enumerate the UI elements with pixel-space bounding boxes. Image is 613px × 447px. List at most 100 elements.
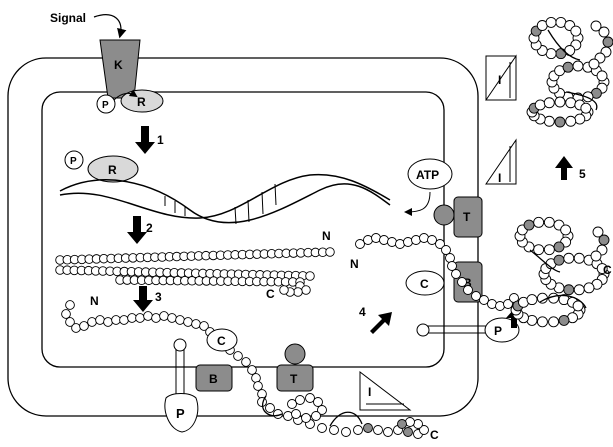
right-chain-n-label: N [350,257,359,271]
inhibitor-top-label: I [498,73,501,87]
cap-c-bottom [206,328,238,352]
phosphate-upper-label: P [102,100,109,111]
mrna-n-label: N [322,229,331,243]
bead [191,319,201,329]
bead [383,427,393,437]
bead [135,313,145,323]
transporter-ball-bottom [284,343,306,365]
cap-c-right-label: C [420,277,429,291]
bead [413,419,423,429]
binding-b-right-label: B [463,276,472,290]
bead [199,321,209,331]
bead [183,317,193,327]
atp-label: ATP [416,168,439,182]
bead [311,411,321,421]
bead [479,295,489,305]
transporter-t-bottom-label: T [290,372,298,386]
atp-bubble [407,158,453,190]
binding-b-bottom [195,364,233,392]
bead [71,323,81,333]
bead [471,291,481,301]
transporter-ball-right [433,204,455,226]
bead [87,317,97,327]
bead [305,271,315,281]
bead [175,315,185,325]
mrna-c-label: C [266,287,275,301]
bead [543,216,555,228]
bead [572,60,584,72]
bead [305,393,315,403]
bottom-p-label: P [176,406,185,421]
bead [596,70,608,82]
disulfide-bond [565,91,598,111]
bead [119,315,129,325]
bead [445,253,455,263]
right-translocating-chain [355,233,519,311]
disulfide-bond [529,249,561,273]
step1-arrow [135,126,155,154]
bead-gray [598,234,610,246]
bead [588,58,600,70]
bead [363,235,373,245]
bead [560,224,572,236]
step2-arrow [127,216,147,244]
bead [565,97,577,109]
bead [373,425,383,435]
phosphorylation-arrow [113,89,138,101]
bottom-p-knob [173,338,187,352]
bead [355,239,365,249]
bead [301,413,311,423]
bead-gray [602,36,613,48]
cap-c-right [405,270,445,296]
bead [543,244,555,256]
bead [159,311,169,321]
bead [573,284,585,296]
bead [65,300,75,310]
bottom-p-body [164,393,199,433]
bead [596,263,608,274]
bead [574,113,586,125]
bead [487,299,497,309]
nascent-peptide [61,300,267,399]
bead [151,313,161,323]
inhibitor-bottom [359,370,412,411]
bead [583,282,595,294]
bead-gray [555,48,567,60]
bead [379,235,389,245]
phosphate-lower [64,150,84,170]
bead-gray [363,423,373,433]
bead [241,357,251,367]
bead [353,425,363,435]
bead-gray [562,61,574,73]
bead [536,292,548,304]
binding-b-bottom-label: B [209,372,218,386]
bead [534,99,546,111]
bead [371,233,381,243]
secreted-right-c-label: C [603,263,612,277]
kinase-label: K [114,58,123,72]
bead [103,317,113,327]
bead [565,115,577,127]
bead [253,381,263,391]
step3-label: 3 [155,290,162,304]
right-p-body [484,317,520,343]
transporter-t-bottom [276,364,314,392]
right-p-label: P [494,324,502,338]
bead [536,316,548,328]
receptor-upper-label: R [137,95,146,109]
bead [283,411,293,421]
inner-membrane [41,91,445,368]
bead [65,317,75,327]
right-p-knob [416,323,430,337]
bead [127,313,137,323]
bead [572,300,584,312]
bead [548,292,560,304]
step5-arrow [555,156,573,180]
inhibitor-bottom-label: I [368,385,371,399]
bottom-secreted-chain [257,393,429,439]
bead [317,405,327,415]
transporter-t-right-label: T [463,210,471,224]
receptor-lower [87,155,139,183]
step2-label: 2 [146,221,153,235]
bead [111,315,121,325]
